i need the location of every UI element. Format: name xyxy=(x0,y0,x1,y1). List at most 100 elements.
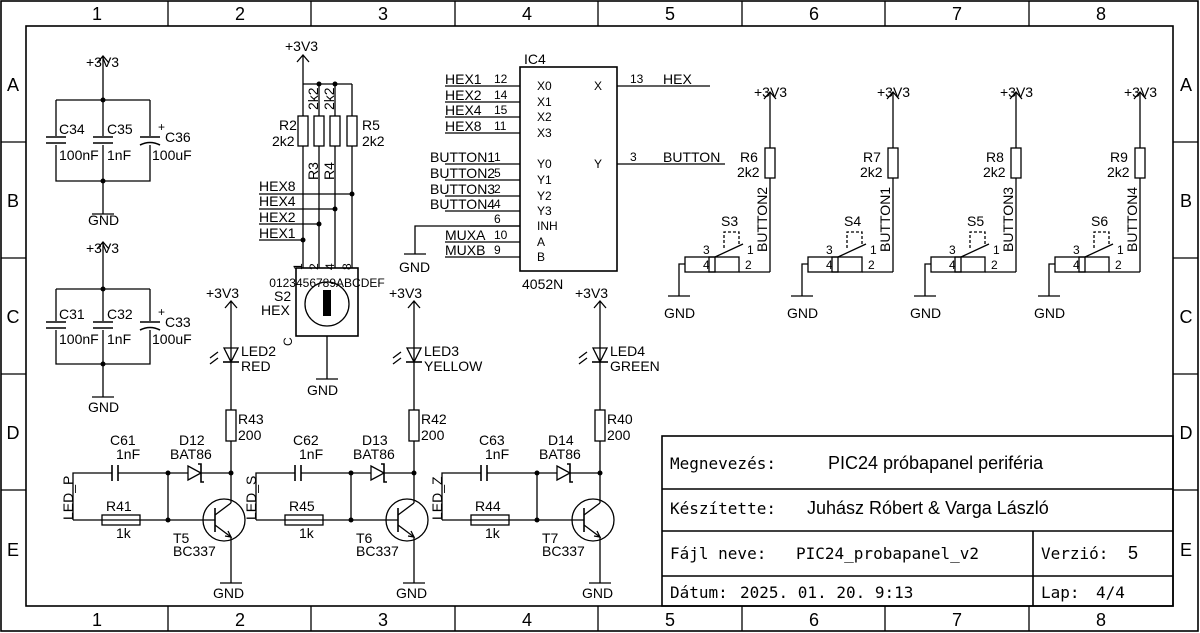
switch-actuator xyxy=(723,231,740,248)
wire xyxy=(72,472,112,520)
c36-polarity: + xyxy=(158,120,165,134)
base-resistor-body xyxy=(284,514,324,526)
vcc-arrow xyxy=(407,300,421,309)
net-hex8: HEX8 xyxy=(259,178,296,194)
pullup-value: 2k2 xyxy=(983,164,1006,180)
col-label-2: 2 xyxy=(235,4,245,24)
c35-ref: C35 xyxy=(107,121,133,137)
button-ref: S4 xyxy=(844,213,861,229)
led-resistor-ref: R42 xyxy=(421,411,447,427)
col-label-2-bottom: 2 xyxy=(235,610,245,630)
gnd-label: GND xyxy=(664,305,695,321)
switch-lever xyxy=(960,243,990,258)
vcc-label: +3V3 xyxy=(1000,84,1033,100)
diode-part: BAT86 xyxy=(170,446,212,462)
led-color: RED xyxy=(241,358,271,374)
ic4-pin-number: 4 xyxy=(494,197,501,211)
ic4-pin-number: 14 xyxy=(494,88,508,102)
gnd-label: GND xyxy=(213,585,244,601)
led-color: YELLOW xyxy=(424,358,483,374)
decoupling-group-lower: +3V3 GND C31 100nF C32 1nF + C33 100uF xyxy=(46,240,192,415)
vcc-label: +3V3 xyxy=(754,84,787,100)
c33-value: 100uF xyxy=(152,331,192,347)
switch-pin-1: 1 xyxy=(993,243,1000,257)
pullup-ref: R9 xyxy=(1110,149,1128,165)
gnd-label: GND xyxy=(88,212,119,228)
ic4-pin-name: X0 xyxy=(537,79,552,93)
gnd-label: GND xyxy=(582,585,613,601)
title-version-value: 5 xyxy=(1128,543,1138,563)
ic4-pin-number: 9 xyxy=(494,243,501,257)
ic4-pin-number: 2 xyxy=(494,182,501,196)
s2-value: HEX xyxy=(261,302,290,318)
r4-value: 2k2 xyxy=(321,87,337,110)
c33-ref: C33 xyxy=(165,314,191,330)
wire xyxy=(801,263,808,296)
row-label-a-right: A xyxy=(1180,75,1192,95)
base-resistor-value: 1k xyxy=(299,525,315,541)
ic4-net-label: HEX2 xyxy=(445,87,482,103)
transistor-ref: T6 xyxy=(356,530,373,546)
title-sheet-label: Lap: xyxy=(1041,583,1080,602)
ic4-pin-name: X3 xyxy=(537,126,552,140)
col-label-6-bottom: 6 xyxy=(809,610,819,630)
ic4-ref: IC4 xyxy=(524,51,546,67)
row-label-c-right: C xyxy=(1180,307,1193,327)
led-net-label: LED_S xyxy=(243,476,259,520)
diode-ref: D14 xyxy=(548,432,574,448)
diode-part: BAT86 xyxy=(539,446,581,462)
led-symbol xyxy=(591,347,609,364)
switch-pin-2: 2 xyxy=(745,258,752,272)
wire xyxy=(678,263,685,296)
ic4-net-label: BUTTON1 xyxy=(430,149,495,165)
button-ref: S3 xyxy=(721,213,738,229)
pullup-value: 2k2 xyxy=(1107,164,1130,180)
led-resistor-ref: R40 xyxy=(607,411,633,427)
wire xyxy=(255,472,295,520)
pullup-value: 2k2 xyxy=(860,164,883,180)
r4-ref: R4 xyxy=(321,162,337,180)
r3-ref: R3 xyxy=(305,162,321,180)
led-resistor-value: 200 xyxy=(607,427,631,443)
pullup-ref: R6 xyxy=(740,149,758,165)
led-color: GREEN xyxy=(610,358,660,374)
led-driver-led3: +3V3LED3YELLOWR42200GNDT6BC337R451kLED_S… xyxy=(243,285,483,601)
ic4-body xyxy=(519,66,618,272)
switch-pin-3: 3 xyxy=(1073,243,1080,257)
transistor-ref: T5 xyxy=(173,530,190,546)
vcc-label: +3V3 xyxy=(86,54,119,70)
s2-pin-8: 8 xyxy=(340,263,354,270)
s2-pin-4: 4 xyxy=(323,263,337,270)
vcc-label: +3V3 xyxy=(285,38,318,54)
ic4-part: 4052N xyxy=(522,276,563,292)
junction xyxy=(348,517,354,523)
hex-dial-pointer xyxy=(323,290,331,316)
ic4-pin-name: A xyxy=(537,235,545,249)
c34-ref: C34 xyxy=(59,121,85,137)
switch-pad-left xyxy=(1054,256,1086,273)
led-resistor-ref: R43 xyxy=(238,411,264,427)
transistor-collector xyxy=(397,502,415,516)
title-author-value: Juhász Róbert & Varga László xyxy=(807,498,1049,518)
vcc-arrow xyxy=(224,300,238,309)
vcc-label: +3V3 xyxy=(575,285,608,301)
base-resistor-ref: R44 xyxy=(475,498,501,514)
switch-pin-3: 3 xyxy=(949,243,956,257)
switch-pin-2: 2 xyxy=(868,258,875,272)
button-ref: S5 xyxy=(967,213,984,229)
switch-lever xyxy=(714,243,744,258)
diode-body xyxy=(556,464,572,482)
vcc-arrow xyxy=(1009,91,1023,100)
title-block: Megnevezés: PIC24 próbapanel periféria K… xyxy=(661,435,1174,607)
ic4-pin-name: Y0 xyxy=(537,157,552,171)
pullup-ref: R8 xyxy=(986,149,1004,165)
diode-part: BAT86 xyxy=(353,446,395,462)
ic4-pin-name: X xyxy=(594,79,602,93)
c32-ref: C32 xyxy=(107,306,133,322)
